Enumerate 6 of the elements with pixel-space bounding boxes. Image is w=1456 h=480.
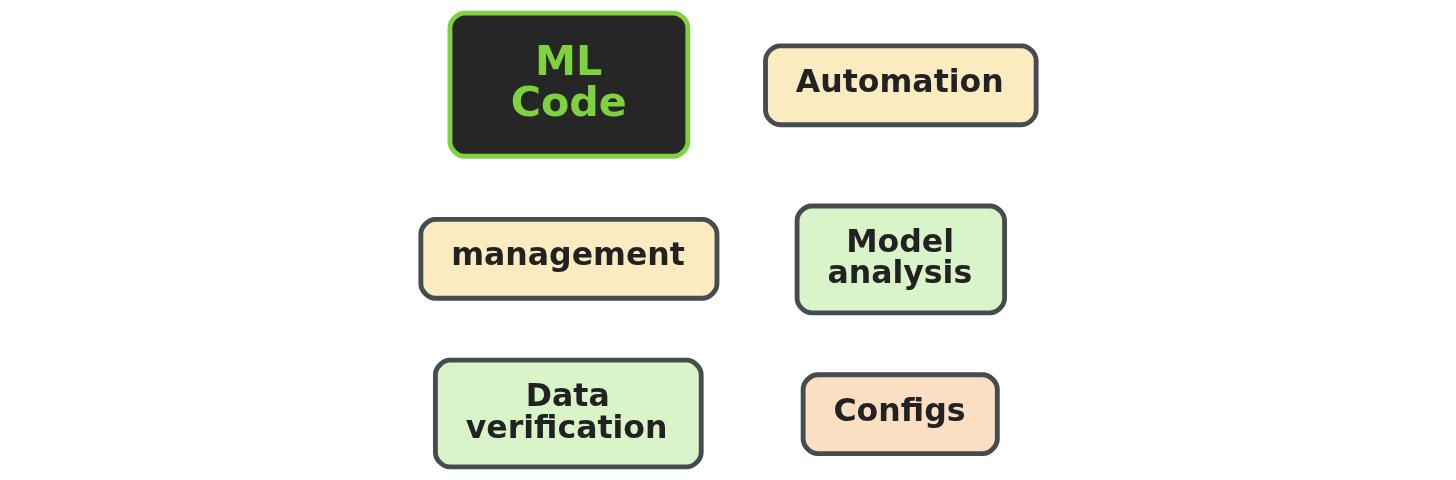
- node-box: ML Code: [447, 10, 690, 159]
- node-box: Automation: [762, 43, 1039, 128]
- node-box: management: [417, 216, 719, 301]
- node-box: Data verification: [432, 357, 704, 470]
- node-box: Model analysis: [794, 203, 1007, 316]
- node-box: Configs: [800, 372, 1000, 456]
